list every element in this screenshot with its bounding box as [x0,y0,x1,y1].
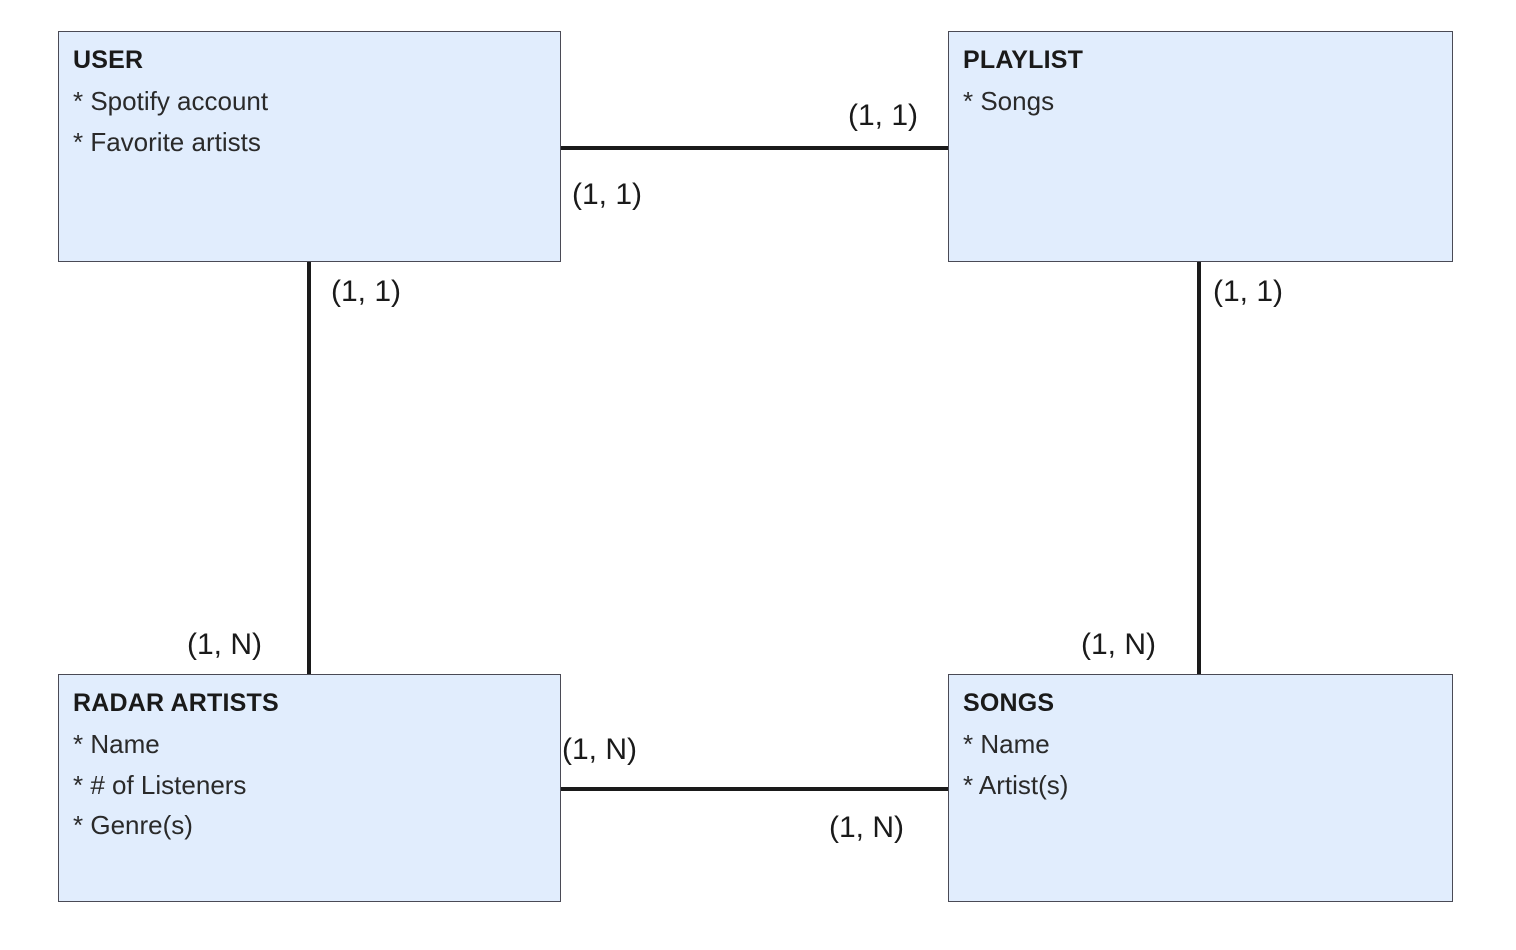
connector-user-playlist [558,146,950,150]
cardinality-user-to-playlist: (1, 1) [572,178,643,211]
entity-radar-artists-attribute: * Name [73,729,160,759]
entity-user-title: USER [73,46,144,74]
entity-songs[interactable]: SONGS * Name * Artist(s) [948,674,1453,902]
cardinality-playlist-to-user: (1, 1) [848,99,919,132]
entity-user-attribute: * Favorite artists [73,126,261,157]
entity-playlist-title: PLAYLIST [963,46,1084,74]
cardinality-user-to-radar-artists: (1, 1) [331,275,402,308]
entity-radar-artists-title: RADAR ARTISTS [73,689,279,717]
cardinality-songs-to-playlist: (1, N) [1081,628,1156,661]
entity-songs-attribute: * Name [963,729,1050,759]
entity-playlist[interactable]: PLAYLIST * Songs [948,31,1453,262]
entity-radar-artists-attribute: * # of Listeners [73,769,247,800]
cardinality-playlist-to-songs: (1, 1) [1213,275,1284,308]
connector-user-radar-artists [307,261,311,677]
connector-radar-artists-songs [558,787,950,791]
entity-songs-title: SONGS [963,689,1055,717]
entity-user-attribute: * Spotify account [73,86,269,116]
connector-playlist-songs [1197,261,1201,677]
entity-playlist-attribute: * Songs [963,86,1055,116]
entity-radar-artists[interactable]: RADAR ARTISTS * Name * # of Listeners * … [58,674,561,902]
cardinality-radar-artists-to-songs: (1, N) [562,733,637,766]
entity-songs-attribute: * Artist(s) [963,769,1069,800]
cardinality-radar-artists-to-user: (1, N) [187,628,262,661]
entity-radar-artists-attribute: * Genre(s) [73,810,193,841]
cardinality-songs-to-radar-artists: (1, N) [829,811,904,844]
entity-user[interactable]: USER * Spotify account * Favorite artist… [58,31,561,262]
